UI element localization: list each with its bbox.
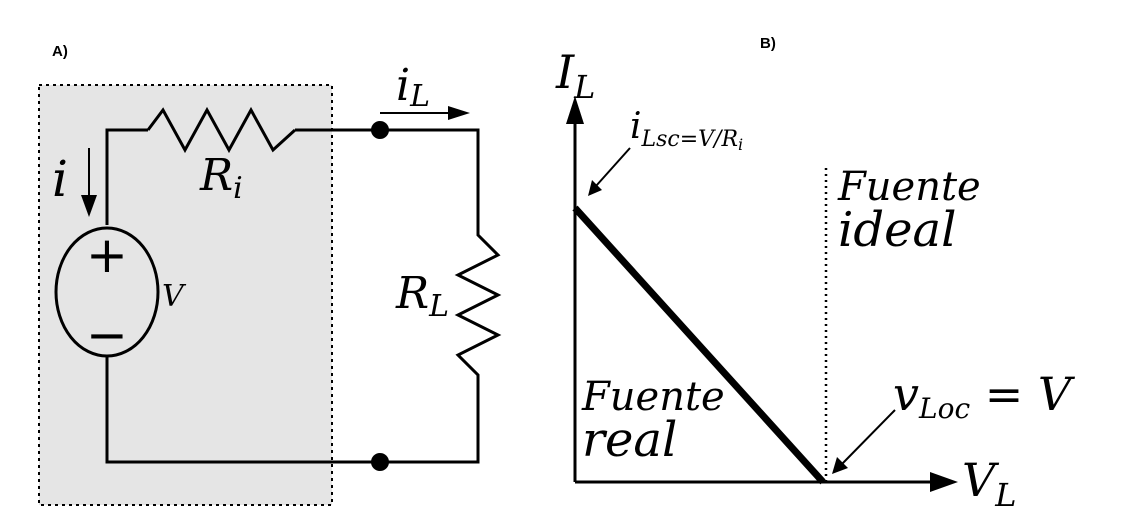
wire-bottom [105,355,480,464]
isc-arrow [588,147,631,196]
resistor-rl-label: RL [395,268,449,324]
node-bottom [371,453,389,471]
voltage-source [54,226,160,358]
resistor-rl [454,230,502,380]
y-axis-label: IL [555,45,595,106]
voc-arrow [832,409,896,474]
current-i-label: i [52,150,68,208]
wire-top [295,128,480,230]
voc-label: vLoc = V [893,367,1076,425]
current-il-arrow [380,106,470,120]
current-il-label: iL [396,60,430,114]
node-top [371,121,389,139]
isc-label: iLsc=V/Ri [630,106,743,154]
x-axis [575,472,958,492]
panel-a-circuit: A) i Ri + − V iL [38,43,502,506]
real-source-text-line2: real [582,412,677,468]
panel-b-graph: B) IL VL iLsc=V/Ri Fuente ideal Fuente r… [555,35,1076,514]
current-i-arrow [81,148,97,217]
resistor-ri [146,106,297,154]
panel-a-label: A) [52,43,68,60]
y-axis [566,96,584,482]
ideal-source-text-line1: Fuente [837,164,981,210]
real-source-text-line1: Fuente [581,374,725,420]
plus-sign: + [86,226,128,284]
source-v-label: V [162,279,187,314]
ideal-source-text-line2: ideal [838,202,956,258]
resistor-ri-label: Ri [199,150,243,206]
wire-left-top [105,128,148,225]
source-equivalent-box [38,84,333,506]
panel-b-label: B) [760,35,776,52]
minus-sign: − [86,306,128,364]
real-source-line [572,205,826,485]
x-axis-label: VL [962,453,1016,514]
